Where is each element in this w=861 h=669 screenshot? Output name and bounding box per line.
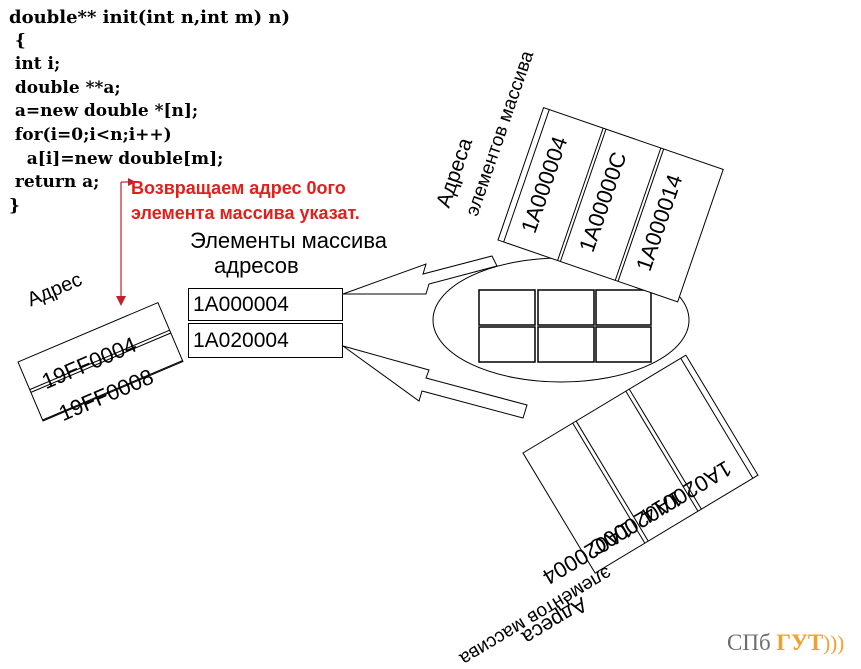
pointer-cell: 1A000004 [188,288,343,321]
matrix-grid [478,289,652,363]
annotation-line: Возвращаем адрес 0ого [131,178,346,198]
return-annotation: Возвращаем адрес 0ого элемента массива у… [131,176,360,226]
code-line: int i; [9,54,61,75]
code-line: double **a; [9,77,121,98]
matrix-cell [595,326,652,363]
code-line: return a; [9,172,100,193]
code-line: } [9,195,20,216]
pointer-array-heading: Элементы массива [190,228,387,253]
logo-part: СПб [727,630,777,655]
matrix-cell [478,326,536,363]
hollow-arrow-lower [342,345,528,419]
code-line: a[i]=new double[m]; [9,148,224,169]
pointer-array-heading-2: адресов [214,253,299,278]
matrix-cell [537,326,595,363]
annotation-line: элемента массива указат. [131,203,360,223]
upper-address-strip [497,106,724,303]
matrix-cell [478,289,536,326]
lower-address-strip [522,354,759,574]
matrix-cell [537,289,595,326]
code-line: for(i=0;i<n;i++) [9,124,172,145]
logo-part: ))) [823,631,845,655]
code-line: a=new double *[n]; [9,101,199,122]
address-stack-shape [17,301,184,422]
spbgut-logo: СПб ГУТ))) [727,630,844,656]
return-pointer-arrowhead-right [128,178,136,186]
hollow-arrow-upper [342,255,498,295]
code-line: { [9,30,26,51]
matrix-cell [595,289,652,326]
pointer-cell: 1A020004 [188,323,343,358]
code-line: double** init(int n,int m) n) [9,7,291,28]
code-listing: double** init(int n,int m) n) { int i; d… [9,6,290,218]
return-pointer-arrowhead-down [116,296,126,306]
logo-part: ГУТ [776,630,824,655]
